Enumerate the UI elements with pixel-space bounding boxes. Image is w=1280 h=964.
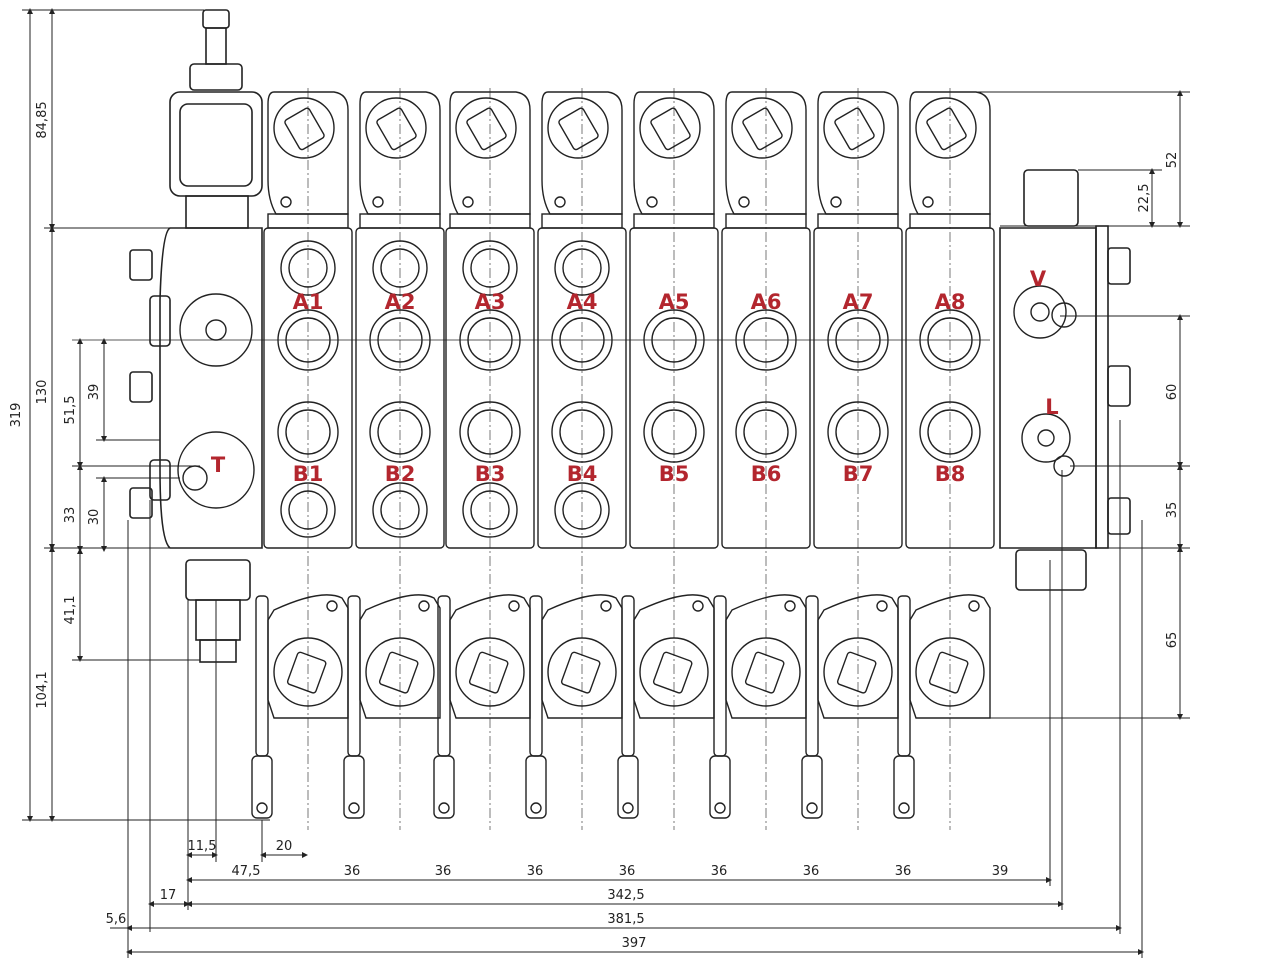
port-label-b: B4 [567, 462, 598, 486]
dim-52: 52 [1165, 152, 1180, 169]
spool-section [251, 88, 353, 830]
port-label-b: B5 [659, 462, 690, 486]
spool-section [433, 88, 535, 830]
spool-section [709, 88, 811, 830]
dim-60: 60 [1165, 384, 1180, 401]
port-label-a: A8 [935, 290, 966, 314]
port-label-a: A6 [751, 290, 782, 314]
dim-5-6: 5,6 [106, 912, 127, 927]
port-label-b: B8 [935, 462, 966, 486]
dim-65: 65 [1165, 632, 1180, 649]
dim-342-5: 342,5 [607, 888, 644, 903]
dim-104-1: 104,1 [35, 671, 50, 708]
dimension-lines [22, 7, 1190, 958]
port-label-b: B6 [751, 462, 782, 486]
dim-17: 17 [160, 888, 177, 903]
bottom-dimension-labels: 11,5 20 47,5 36 36 36 36 36 36 36 39 17 … [106, 839, 1009, 951]
port-label-a: A4 [567, 290, 598, 314]
spool-section [801, 88, 903, 830]
port-label-b: B1 [293, 462, 324, 486]
dim-84-85: 84,85 [35, 101, 50, 138]
dim-36-5: 36 [711, 864, 728, 879]
dim-381-5: 381,5 [607, 912, 644, 927]
dim-36-1: 36 [344, 864, 361, 879]
dim-20: 20 [276, 839, 293, 854]
spool-section [617, 88, 719, 830]
dim-36-6: 36 [803, 864, 820, 879]
dim-47-5: 47,5 [232, 864, 261, 879]
port-label-a: A2 [385, 290, 416, 314]
dim-30: 30 [87, 509, 102, 526]
right-dimension-labels: 52 22,5 60 35 65 [1137, 152, 1180, 649]
dim-36-7: 36 [895, 864, 912, 879]
dim-36-3: 36 [527, 864, 544, 879]
port-label-b: B2 [385, 462, 416, 486]
port-label-v: V [1030, 267, 1047, 291]
spool-section [525, 88, 627, 830]
spool-section [343, 88, 445, 830]
spool-section [893, 88, 995, 830]
port-label-t: T [211, 453, 226, 477]
port-label-a: A5 [659, 290, 690, 314]
port-label-b: B7 [843, 462, 874, 486]
dim-397: 397 [622, 936, 647, 951]
port-label-a: A3 [475, 290, 506, 314]
dim-11-5: 11,5 [188, 839, 217, 854]
dim-51-5: 51,5 [63, 396, 78, 425]
left-dimension-labels: 84,85 319 130 51,5 39 33 30 41,1 104,1 [9, 101, 102, 708]
dim-22-5: 22,5 [1137, 184, 1152, 213]
dim-39-h: 39 [992, 864, 1009, 879]
dim-41-1: 41,1 [63, 596, 78, 625]
port-label-a: A1 [293, 290, 324, 314]
port-label-a: A7 [843, 290, 874, 314]
spool-sections [251, 88, 995, 830]
port-label-l: L [1045, 395, 1058, 419]
dim-319: 319 [9, 403, 24, 428]
port-label-b: B3 [475, 462, 506, 486]
dim-35: 35 [1165, 502, 1180, 519]
dim-130: 130 [35, 380, 50, 405]
dim-36-4: 36 [619, 864, 636, 879]
dim-36-2: 36 [435, 864, 452, 879]
dim-39-v: 39 [87, 384, 102, 401]
dim-33: 33 [63, 507, 78, 524]
